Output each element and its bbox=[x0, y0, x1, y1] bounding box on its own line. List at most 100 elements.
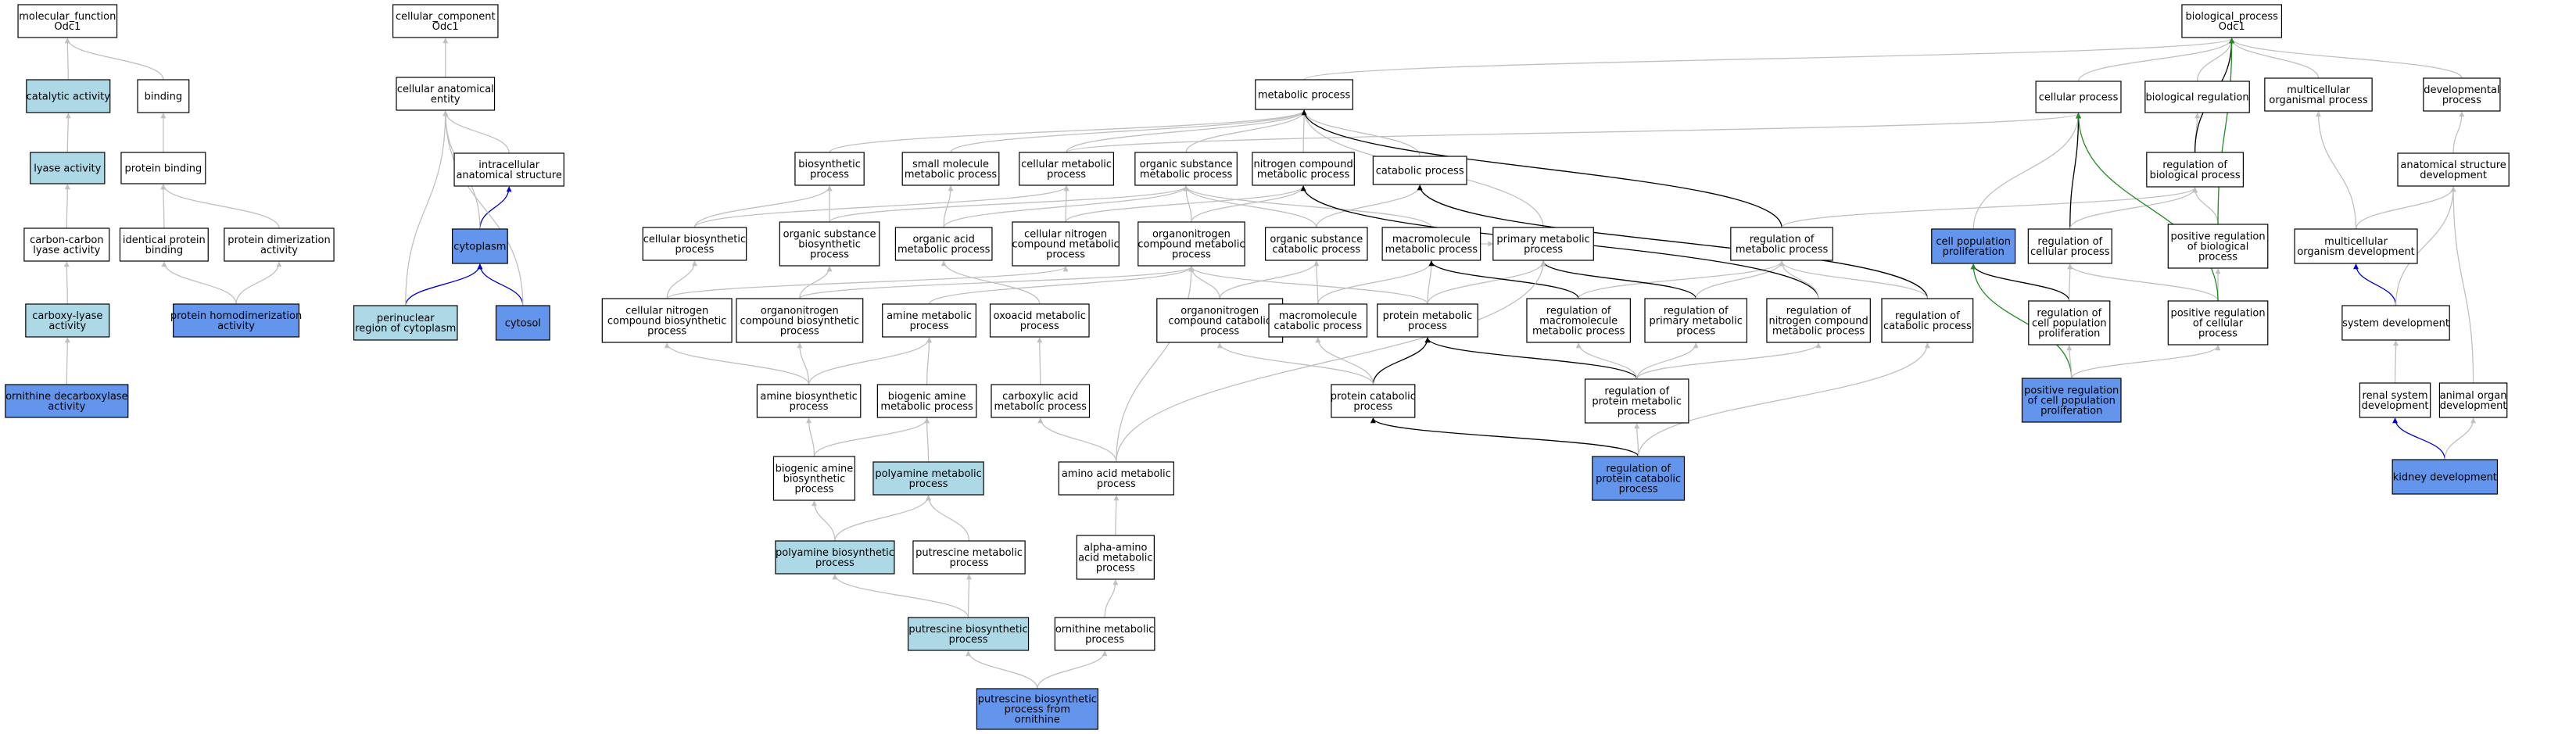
node-label-line: system development bbox=[2342, 318, 2449, 330]
edge-regnitro-to-regmetab bbox=[1779, 260, 1819, 299]
node-cytosol[interactable]: cytosol bbox=[495, 305, 550, 341]
node-cytoplasm[interactable]: cytoplasm bbox=[451, 228, 508, 264]
node-label-line: process bbox=[1408, 320, 1447, 332]
node-metab[interactable]: metabolic process bbox=[1255, 79, 1353, 110]
node-label-line: process bbox=[1047, 169, 1086, 181]
edge-cellproc-to-bp bbox=[2077, 38, 2235, 82]
node-label-line: catabolic process bbox=[1272, 244, 1360, 256]
edge-oxoacid-to-orgacid bbox=[940, 260, 1041, 305]
node-label-line: biosynthetic bbox=[798, 159, 861, 170]
node-kidney[interactable]: kidney development bbox=[2391, 459, 2499, 495]
node-box bbox=[1584, 378, 1689, 424]
node-protbind[interactable]: protein binding bbox=[120, 152, 206, 184]
node-bioreg[interactable]: biological regulation bbox=[2144, 81, 2250, 113]
edge-aminebio-to-cellnitrobio bbox=[664, 342, 810, 385]
node-box bbox=[1331, 384, 1416, 418]
node-cellproc[interactable]: cellular process bbox=[2035, 81, 2122, 113]
edge-cytoplasm-to-intracell bbox=[479, 186, 512, 230]
edge-orgsubbiosyn-to-orgsubst bbox=[829, 185, 1189, 223]
node-label-line: acid metabolic bbox=[1078, 553, 1152, 564]
node-label-line: positive regulation bbox=[2170, 231, 2265, 243]
node-catalytic[interactable]: catalytic activity bbox=[26, 79, 111, 113]
node-label-line: putrescine biosynthetic bbox=[978, 694, 1097, 706]
node-label-line: process bbox=[815, 557, 854, 569]
node-label-line: developmental bbox=[2424, 84, 2499, 96]
edge-regcatab-to-regmetab bbox=[1779, 260, 1929, 299]
node-catab[interactable]: catabolic process bbox=[1372, 156, 1467, 185]
node-label-line: cellular nitrogen bbox=[625, 306, 708, 317]
node-box bbox=[912, 540, 1026, 575]
node-lyase[interactable]: lyase activity bbox=[30, 152, 106, 184]
node-systemdev[interactable]: system development bbox=[2341, 305, 2450, 341]
node-label-line: macromolecule bbox=[1392, 234, 1471, 245]
node-binding[interactable]: binding bbox=[137, 79, 190, 113]
